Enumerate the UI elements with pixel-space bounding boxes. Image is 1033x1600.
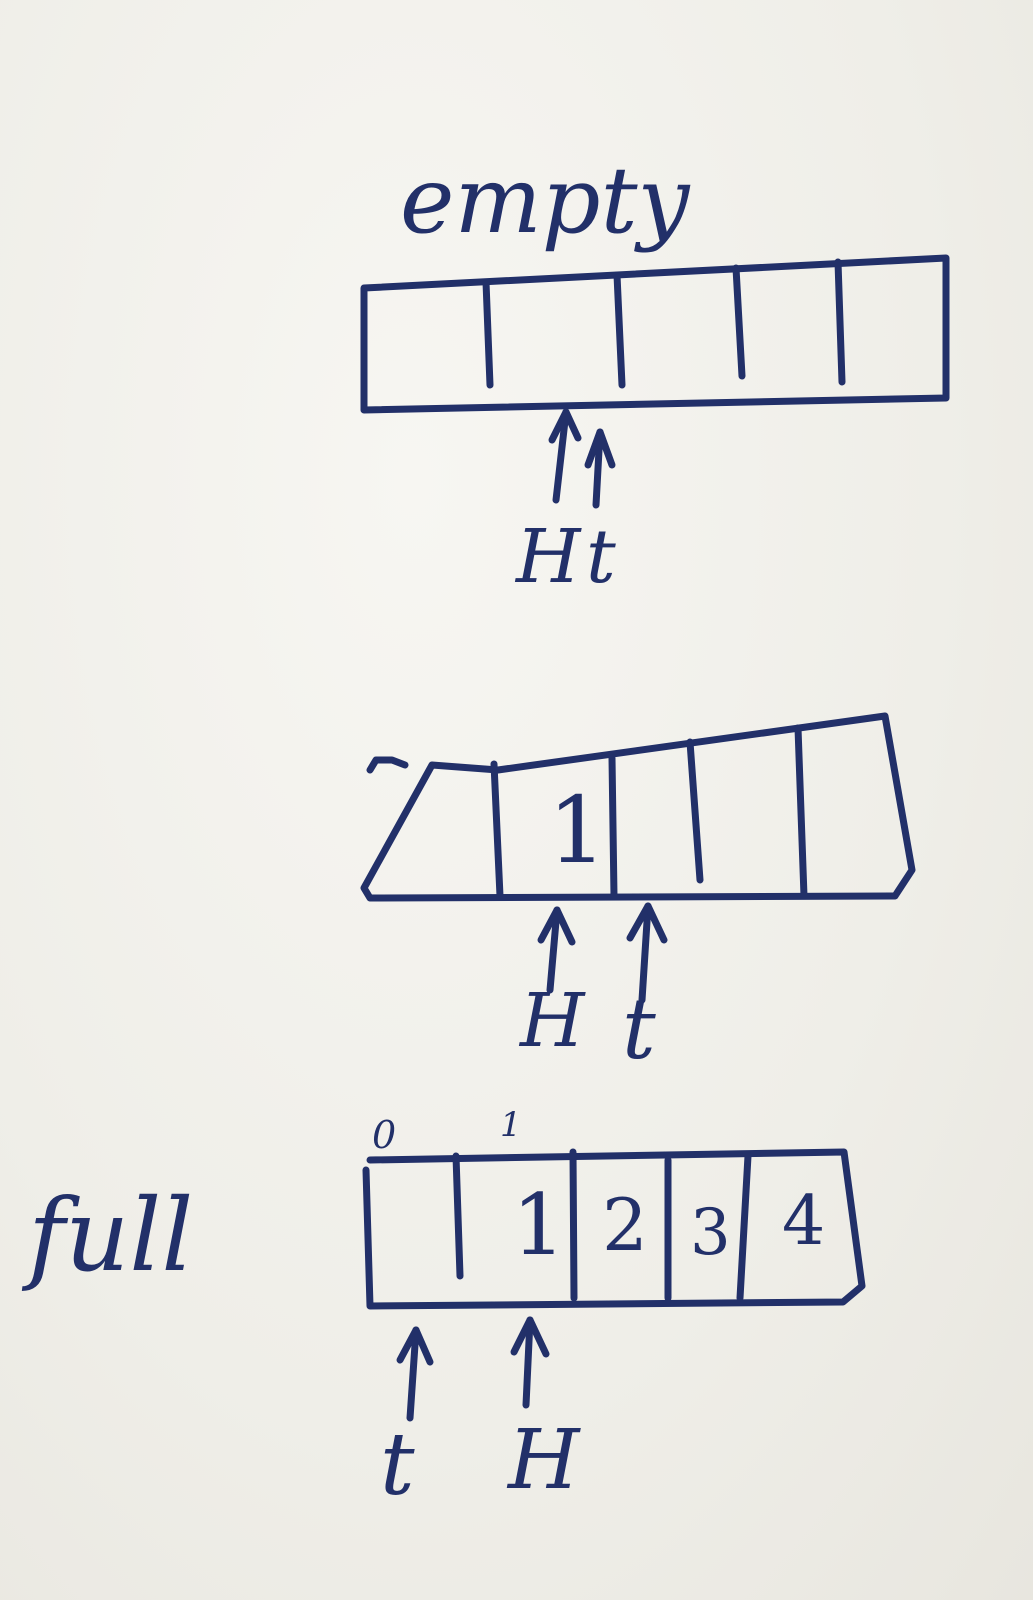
- cell-value: 2: [602, 1183, 648, 1267]
- cell-value: 3: [690, 1196, 731, 1270]
- cell-divider: [736, 1152, 752, 1302]
- pointer-label-tail: t: [586, 514, 616, 600]
- cell-value: 1: [548, 777, 607, 884]
- array-outline: [360, 712, 916, 902]
- cell-divider: [834, 258, 846, 386]
- state-one-element: 1 H t: [360, 712, 916, 1078]
- state-label-empty: empty: [400, 147, 691, 254]
- arrow-head: [626, 902, 668, 944]
- pointer-label-tail: t: [622, 980, 656, 1078]
- array-one-element: 1: [360, 712, 916, 902]
- index-mark: 1: [500, 1105, 522, 1145]
- array-outline: [362, 1148, 866, 1310]
- array-full: 1 2 3 4: [362, 1148, 866, 1310]
- arrow-head: [537, 906, 576, 946]
- cell-divider: [794, 724, 808, 900]
- cell-divider: [569, 1148, 578, 1302]
- pointer-tail: t: [622, 902, 668, 1078]
- cell-divider: [452, 1152, 464, 1280]
- arrow-head: [510, 1316, 550, 1358]
- arrow-head: [548, 408, 582, 444]
- pointer-head: H: [506, 1316, 581, 1508]
- state-empty: empty H t: [360, 147, 950, 600]
- arrow-shaft: [406, 1326, 420, 1422]
- state-label-full: full: [21, 1177, 193, 1294]
- arrow-shaft: [592, 428, 604, 509]
- pointer-tail: t: [584, 428, 616, 600]
- pointer-label-head: H: [506, 1413, 581, 1508]
- cell-value: 1: [512, 1176, 565, 1274]
- cell-divider: [608, 754, 618, 900]
- cell-divider: [686, 738, 704, 884]
- pointer-head: H: [514, 408, 582, 600]
- arrow-shaft: [638, 902, 652, 1004]
- arrow-head: [584, 428, 616, 469]
- pointer-label-head: H: [518, 978, 586, 1064]
- arrow-shaft: [546, 906, 561, 994]
- arrow-shaft: [552, 408, 570, 504]
- pointer-head: H: [518, 906, 586, 1064]
- pointer-label-tail: t: [380, 1415, 415, 1515]
- cell-divider: [613, 271, 626, 389]
- array-empty: [360, 254, 950, 414]
- pointer-label-head: H: [514, 514, 582, 600]
- cell-divider: [482, 278, 494, 389]
- state-full: full 0 1 1 2 3 4 t H: [21, 1105, 866, 1515]
- arrow-head: [396, 1326, 434, 1366]
- arrow-shaft: [522, 1316, 534, 1409]
- cell-value: 4: [782, 1182, 825, 1261]
- cell-divider: [732, 264, 746, 380]
- pointer-tail: t: [380, 1326, 434, 1515]
- cell-divider: [490, 760, 504, 900]
- array-outline: [360, 254, 950, 414]
- index-mark: 0: [372, 1113, 396, 1157]
